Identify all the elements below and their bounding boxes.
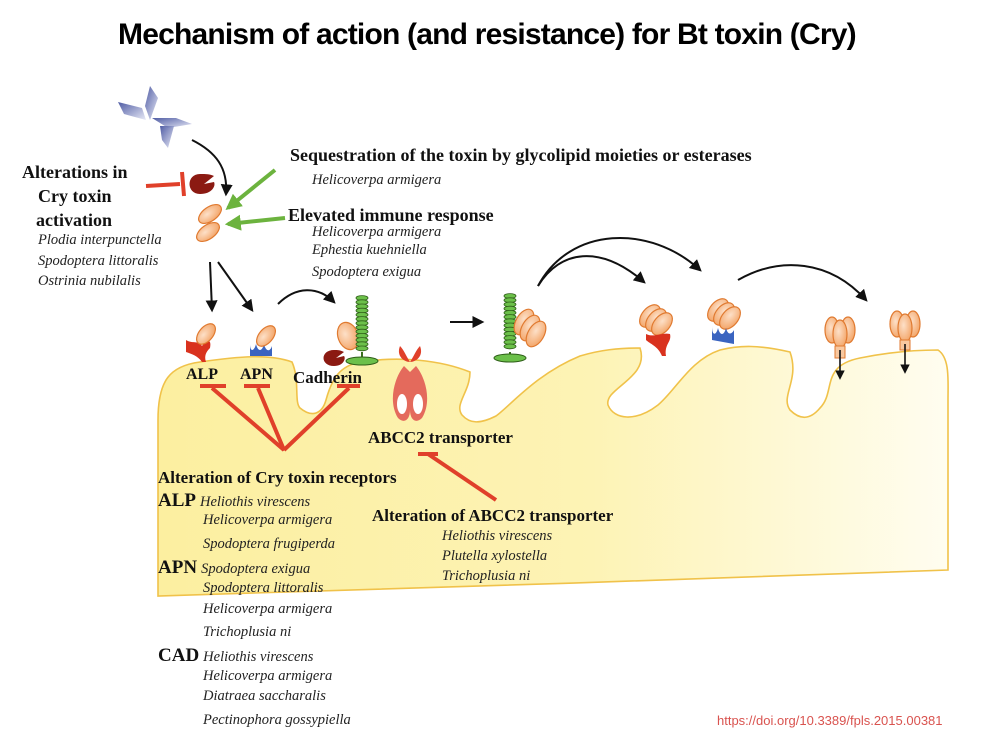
species-name: Heliothis virescens [200,494,311,510]
species-name: Heliothis virescens [203,649,314,665]
receptor-group-alp: ALP Heliothis virescens [158,490,310,512]
cadherin-oligomer-icon [493,293,547,363]
abcc2-inhibition-line [418,452,498,502]
alp-label: ALP [186,366,218,383]
abcc2-label: ABCC2 transporter [368,428,513,447]
species-name: Helicoverpa armigera [203,512,333,528]
cell-membrane [157,345,949,597]
sequestration-arrow [225,168,277,211]
cadherin-receptor-icon [323,295,379,366]
species-name: Heliothis virescens [442,528,553,544]
immune-heading: Elevated immune response [288,205,494,225]
alp-receptor-icon [186,323,216,362]
abcc2-species-list: Heliothis virescens Plutella xylostella … [442,526,552,586]
receptor-group-cad: CAD Heliothis virescens [158,645,313,667]
species-name: Helicoverpa armigera [203,668,333,684]
arrow-to-cadherin [277,289,336,305]
activation-heading-line: Alterations in [22,162,128,182]
sequestration-heading: Sequestration of the toxin by glycolipid… [290,145,752,165]
receptor-group-apn: APN Spodoptera exigua [158,557,310,579]
receptor-inhibition-lines [200,384,360,452]
alp-oligomer-icon [639,304,673,356]
apn-species-list: Spodoptera littoralis Helicoverpa armige… [203,578,332,644]
species-name: Diatraea saccharalis [203,688,326,704]
species-name: Ephestia kuehniella [312,242,427,258]
species-name: Spodoptera exigua [312,264,422,280]
activation-inhibition-icon [145,171,186,197]
arrow-to-apn-oligomer [537,236,702,287]
slide-title: Mechanism of action (and resistance) for… [118,18,857,51]
species-name: Plodia interpunctella [38,232,162,248]
activated-toxin-icon [196,203,222,243]
species-name: Pectinophora gossypiella [203,712,351,728]
doi-link[interactable]: https://doi.org/10.3389/fpls.2015.00381 [717,713,943,728]
abcc2-heading: Alteration of ABCC2 transporter [372,506,614,525]
species-name: Ostrinia nubilalis [38,272,141,289]
abcc2-transporter-icon [392,346,428,421]
toxin-pore-icon [889,310,921,374]
cad-species-list: Helicoverpa armigera Diatraea saccharali… [203,666,351,734]
activation-arrow [191,139,233,197]
species-name: Plutella xylostella [442,548,548,564]
arrow-to-apn [217,261,254,312]
cadherin-label: Cadherin [293,368,362,387]
species-name: Helicoverpa armigera [312,224,442,240]
receptor-group-label: CAD [158,645,200,666]
arrow-to-pore [737,264,868,302]
protease-icon [189,174,215,194]
species-name: Helicoverpa armigera [203,601,333,617]
species-name: Trichoplusia ni [442,568,531,584]
immune-species-list: Helicoverpa armigera Ephestia kuehniella… [312,223,441,285]
species-name: Trichoplusia ni [203,624,292,640]
receptors-heading: Alteration of Cry toxin receptors [158,468,397,487]
immune-arrow [224,214,286,231]
activation-heading: Alterations in Cry toxin activation [22,160,128,232]
arrow-to-alp [205,261,218,313]
toxin-pore-icon [824,316,856,380]
apn-receptor-icon [250,325,276,356]
activation-species-list: Plodia interpunctella Spodoptera littora… [38,230,162,292]
activation-heading-line: activation [36,210,112,230]
species-name: Spodoptera exigua [201,561,311,577]
species-name: Spodoptera frugiperda [203,535,335,552]
apn-oligomer-icon [707,298,741,344]
receptor-group-label: APN [158,557,198,578]
alp-species-list: Helicoverpa armigera Spodoptera frugiper… [203,510,335,557]
activation-heading-line: Cry toxin [38,186,112,206]
species-name: Helicoverpa armigera [312,172,442,188]
protoxin-crystal-icon [118,86,192,148]
cadherin-repeat-domain [355,345,369,352]
arrow-to-alp-oligomer [537,255,646,287]
receptor-group-label: ALP [158,490,196,511]
apn-label: APN [240,366,273,383]
cadherin-repeat-domain [503,343,517,350]
species-name: Spodoptera littoralis [203,580,324,596]
species-name: Spodoptera littoralis [38,252,159,269]
